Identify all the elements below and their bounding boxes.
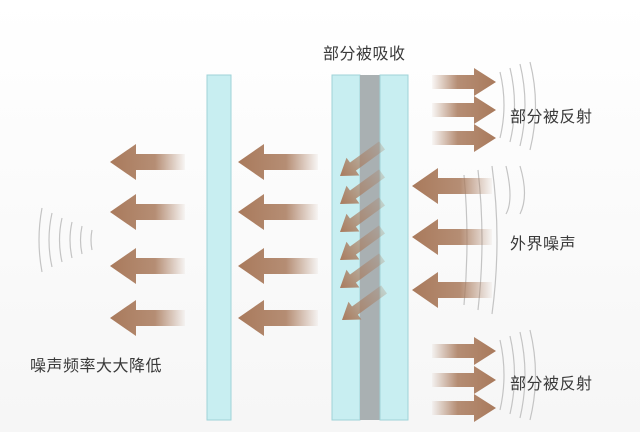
- transmitted-arrows-inner: [238, 144, 318, 336]
- arrow-right-icon: [432, 124, 496, 152]
- arrow-left-icon: [412, 272, 492, 308]
- arrow-right-icon: [432, 366, 496, 394]
- arrow-left-icon: [110, 248, 185, 284]
- laminated-glass-back: [379, 74, 409, 421]
- reflected-arrows-bottom: [432, 337, 496, 422]
- arrow-down-left-icon: [340, 225, 386, 260]
- incoming-noise-arrows: [412, 168, 492, 308]
- transmitted-arrows-outer: [110, 144, 185, 336]
- arrow-right-icon: [432, 394, 496, 422]
- arrow-left-icon: [238, 300, 318, 336]
- arrow-left-icon: [238, 144, 318, 180]
- arrow-left-icon: [110, 300, 185, 336]
- arrow-down-left-icon: [340, 253, 386, 288]
- arrow-left-icon: [110, 144, 185, 180]
- label-partial-absorbed: 部分被吸收: [323, 44, 406, 63]
- arrow-down-left-icon: [342, 285, 388, 320]
- arrow-down-left-icon: [340, 169, 386, 204]
- label-noise-reduced: 噪声频率大大降低: [30, 356, 163, 375]
- arrow-left-icon: [412, 168, 492, 204]
- absorbed-arrows: [340, 141, 388, 320]
- arrow-left-icon: [238, 194, 318, 230]
- arrow-left-icon: [110, 194, 185, 230]
- arrow-right-icon: [432, 68, 496, 96]
- sound-wave-icon: [38, 207, 93, 273]
- label-partial-reflected-top: 部分被反射: [510, 107, 593, 126]
- label-partial-reflected-bottom: 部分被反射: [510, 374, 593, 393]
- reflected-arrows-top: [432, 68, 496, 152]
- arrow-right-icon: [432, 337, 496, 365]
- label-external-noise: 外界噪声: [510, 234, 577, 253]
- arrow-right-icon: [432, 96, 496, 124]
- arrow-left-icon: [412, 219, 492, 255]
- arrow-down-left-icon: [340, 141, 386, 176]
- thin-glass-pane: [206, 74, 232, 421]
- arrow-left-icon: [238, 248, 318, 284]
- arrow-down-left-icon: [340, 197, 386, 232]
